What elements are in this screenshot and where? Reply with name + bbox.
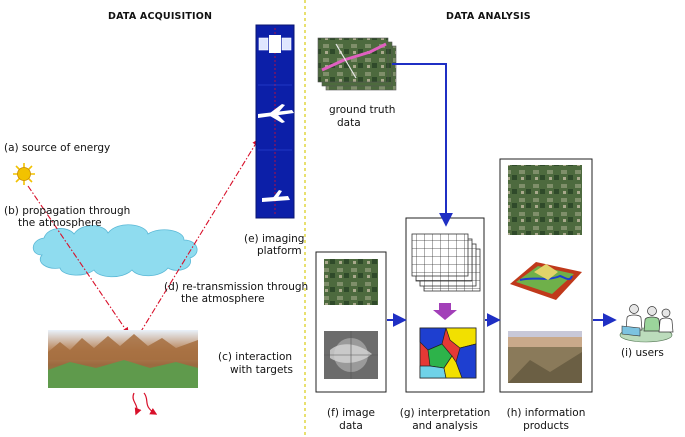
classified-map	[419, 327, 477, 379]
scatter-arrow-2	[143, 392, 158, 415]
terrain-icon	[48, 330, 198, 388]
label-interpretation-line1: (g) interpretation	[399, 407, 491, 419]
label-source-of-energy: (a) source of energy	[4, 142, 111, 154]
label-information-products-line1: (h) information	[506, 407, 586, 419]
radar-image	[324, 331, 378, 379]
label-retransmission-line2: the atmosphere	[181, 293, 265, 305]
label-users: (i) users	[621, 347, 664, 359]
label-retransmission-line1: (d) re-transmission through	[164, 281, 309, 293]
label-ground-truth-line1: ground truth	[329, 104, 396, 116]
arrow-ground-truth-to-analysis	[392, 63, 453, 227]
drone-icon	[262, 190, 290, 202]
label-ground-truth-line2: data	[337, 117, 361, 129]
terrain-model	[510, 262, 582, 300]
incoming-ray	[27, 185, 129, 335]
label-information-products-line2: products	[523, 420, 569, 432]
satellite-icon	[258, 35, 292, 53]
label-imaging-platform-line1: (e) imaging	[244, 233, 305, 245]
label-image-data-line1: (f) image	[327, 407, 375, 419]
label-imaging-platform-line2: platform	[257, 245, 302, 257]
interpretation-box	[405, 217, 485, 393]
down-arrow-icon	[433, 303, 457, 320]
imaging-platform-panel	[255, 24, 295, 219]
users-icon	[619, 304, 674, 343]
label-propagation-line2: the atmosphere	[18, 217, 102, 229]
label-image-data-line2: data	[339, 420, 363, 432]
label-interaction-line2: with targets	[230, 364, 294, 376]
header-data-analysis: DATA ANALYSIS	[446, 11, 531, 22]
label-interaction-line1: (c) interaction	[218, 351, 293, 363]
scatter-arrow-1	[132, 392, 142, 416]
information-products-box	[499, 158, 593, 393]
ground-truth-images	[317, 37, 397, 91]
software-screenshot	[508, 331, 582, 383]
cloud-icon	[32, 224, 198, 278]
image-data-box	[315, 251, 387, 393]
header-data-acquisition: DATA ACQUISITION	[108, 11, 213, 22]
sun-icon	[13, 163, 35, 185]
label-interpretation-line2: and analysis	[412, 420, 478, 432]
label-propagation-line1: (b) propagation through	[4, 205, 131, 217]
airplane-icon	[258, 104, 294, 123]
reflected-ray	[139, 138, 259, 334]
